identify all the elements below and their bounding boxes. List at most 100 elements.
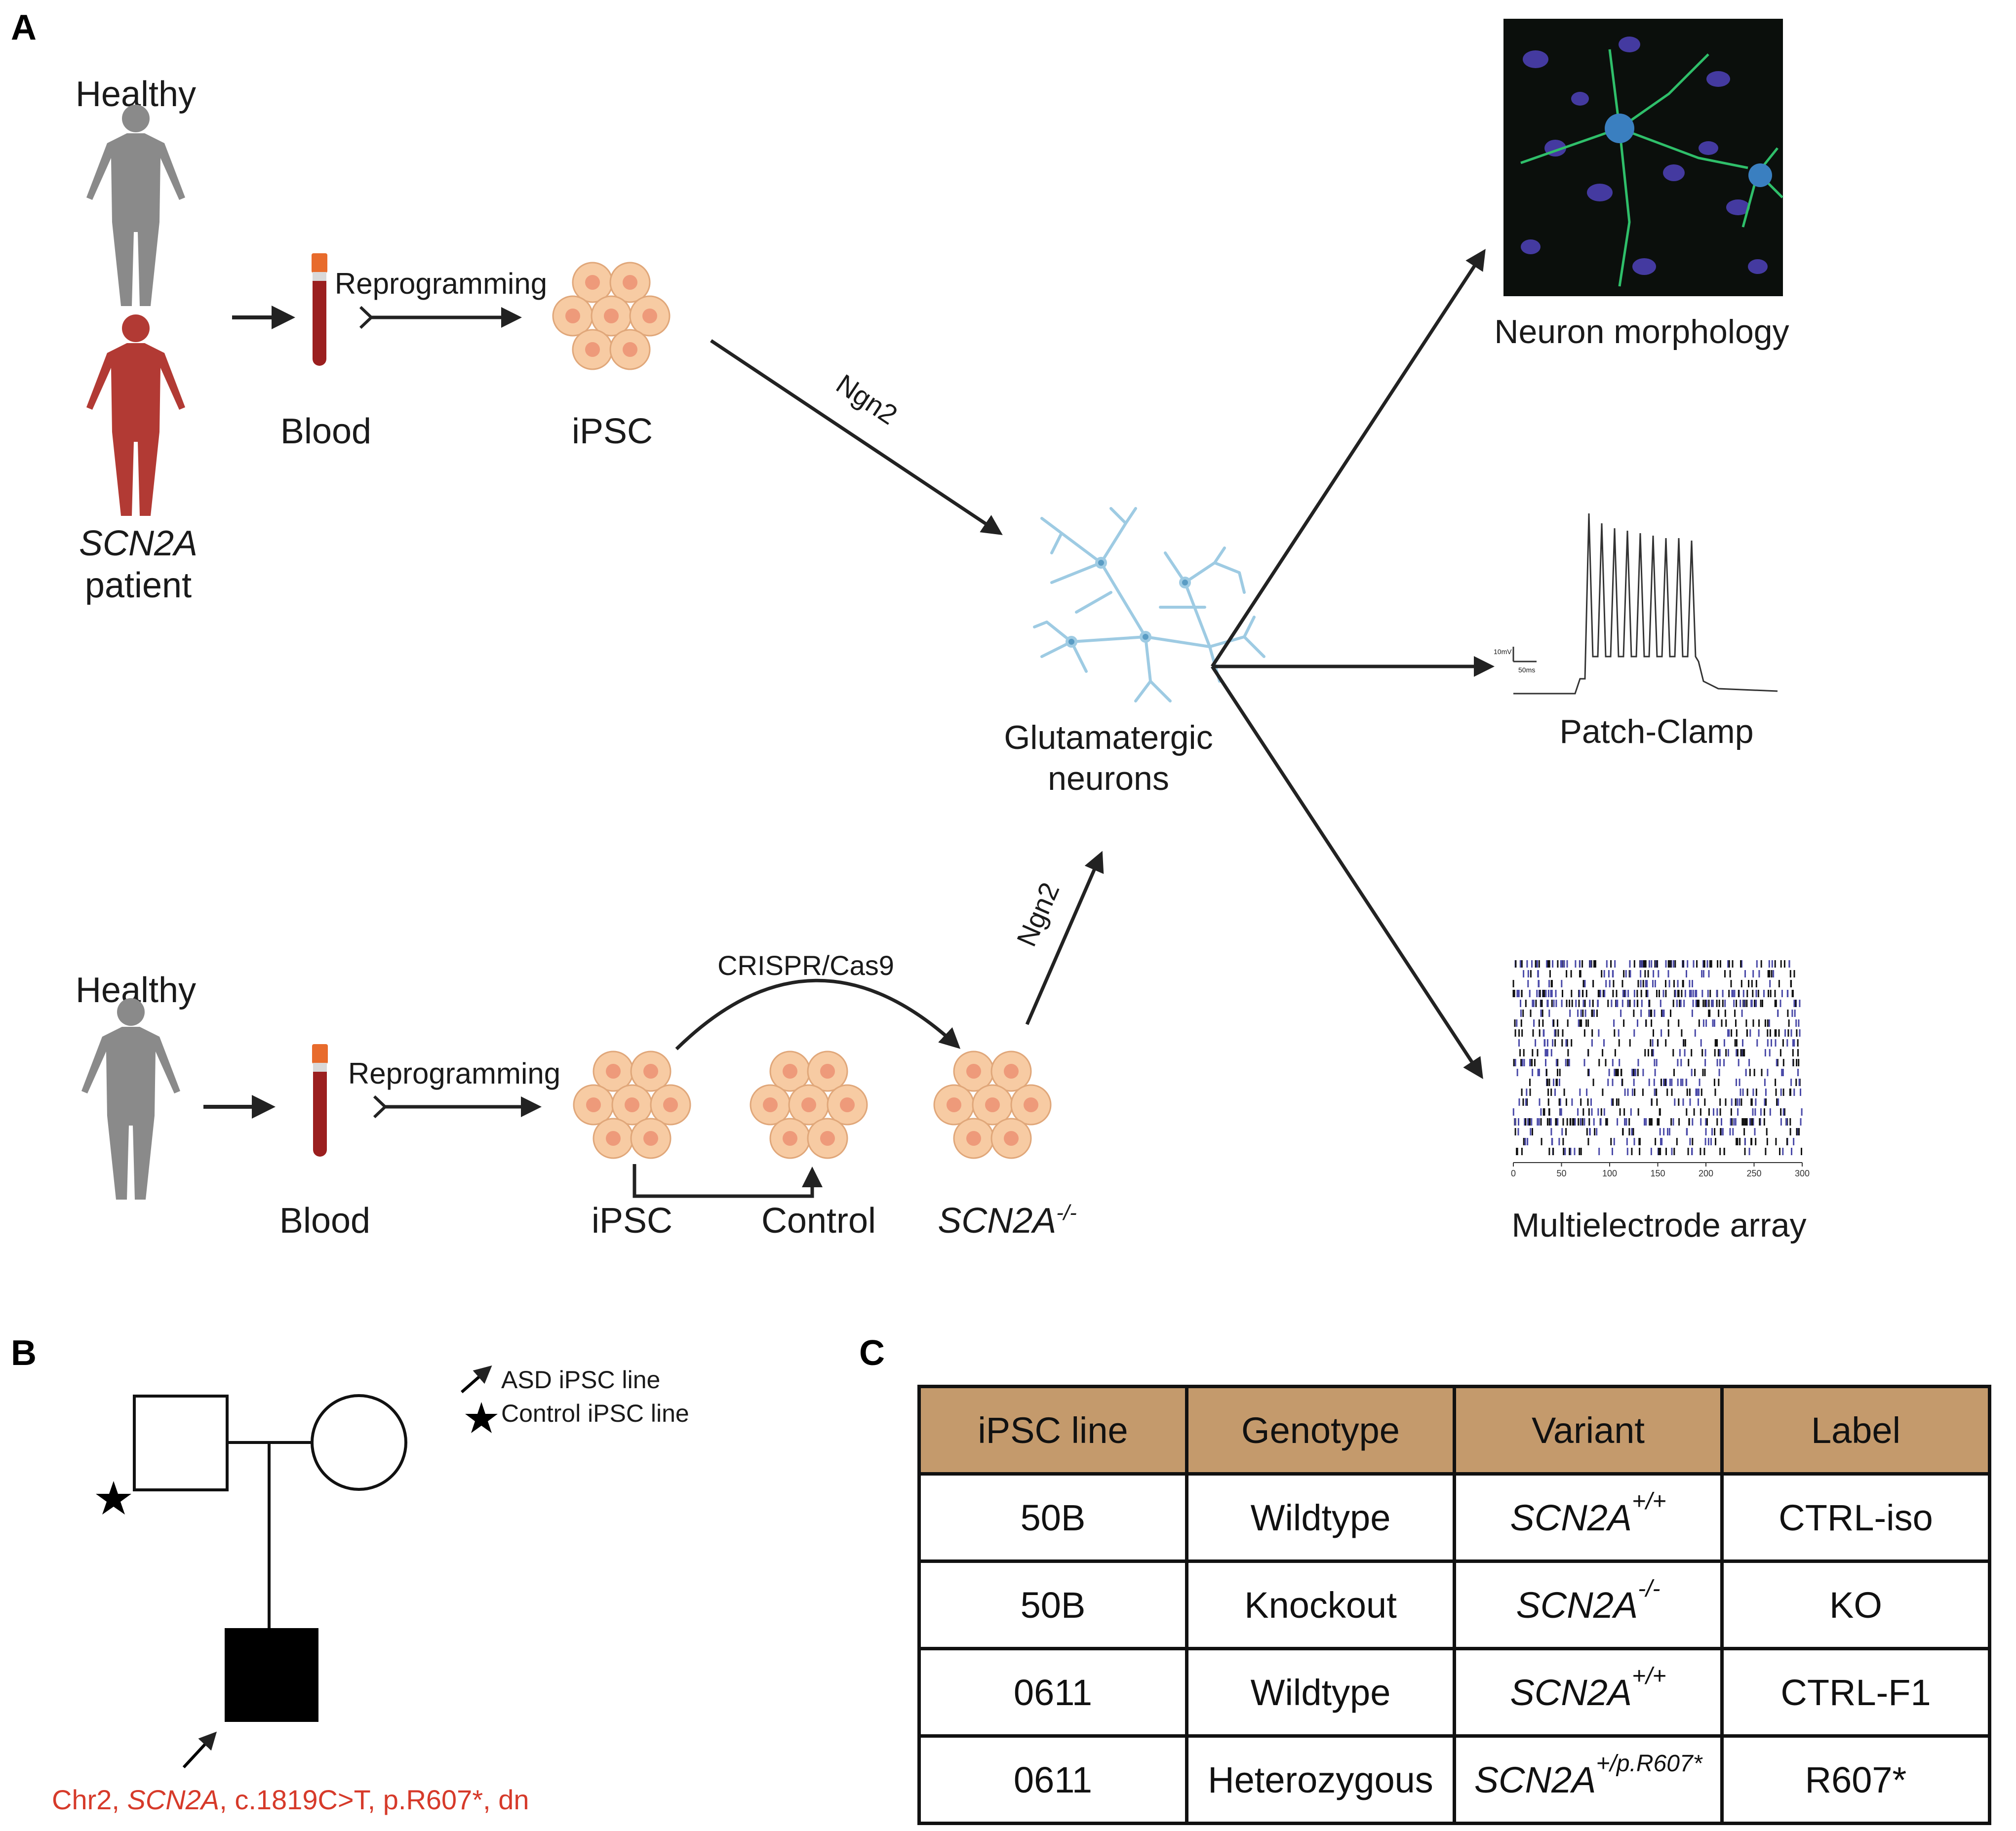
blood-tube-icon-bottom xyxy=(312,1044,328,1157)
variant-sup: +/p.R607* xyxy=(1596,1750,1702,1777)
reprogramming-label-bottom: Reprogramming xyxy=(348,1057,560,1090)
mother-circle-icon xyxy=(311,1394,407,1491)
legend-star-label: Control iPSC line xyxy=(501,1400,689,1427)
arrow-ngn2-bottom xyxy=(1025,851,1104,1025)
arrow-crispr xyxy=(675,978,961,1051)
mea-tick-label: 150 xyxy=(1650,1169,1665,1178)
variant-gene: SCN2A xyxy=(1516,1584,1638,1626)
reprogramming-tail-icon-bottom xyxy=(373,1095,388,1119)
patient-gene-label: SCN2A xyxy=(79,524,198,563)
father-square-icon xyxy=(133,1395,229,1491)
variant-gene: SCN2A xyxy=(1474,1759,1596,1800)
panel-label-b: B xyxy=(11,1333,37,1373)
ko-gene: SCN2A xyxy=(938,1201,1056,1241)
header-variant: Variant xyxy=(1453,1385,1724,1476)
neuron-morphology-image xyxy=(1503,19,1783,296)
cell-label: CTRL-F1 xyxy=(1720,1647,1991,1738)
ipsc-cluster-icon-bottom xyxy=(574,1052,690,1158)
panel-label-a: A xyxy=(11,8,37,47)
cell-variant: SCN2A-/- xyxy=(1453,1559,1724,1650)
control-star-icon xyxy=(96,1481,131,1515)
reprogramming-tail-icon-top xyxy=(359,306,374,329)
neuron-morphology-label: Neuron morphology xyxy=(1494,313,1789,351)
panel-label-c: C xyxy=(859,1333,885,1373)
table-row: 50B Wildtype SCN2A+/+ CTRL-iso xyxy=(917,1472,1991,1563)
scale-bar-voltage: 10mV xyxy=(1494,648,1512,656)
blood-tube-icon-top xyxy=(312,253,327,366)
healthy-person-icon-top xyxy=(86,105,185,306)
mea-tick-label: 300 xyxy=(1795,1169,1810,1178)
ngn2-label-top: Ngn2 xyxy=(831,368,903,430)
cell-variant: SCN2A+/+ xyxy=(1453,1647,1724,1738)
cell-variant: SCN2A+/+ xyxy=(1453,1472,1724,1563)
cell-line: 0611 xyxy=(917,1647,1188,1738)
arrow-to-morphology xyxy=(1211,249,1486,667)
crispr-label: CRISPR/Cas9 xyxy=(717,950,894,981)
mea-raster-plot xyxy=(1512,960,1803,1155)
cell-genotype: Wildtype xyxy=(1185,1647,1456,1738)
legend-star-icon xyxy=(465,1402,498,1433)
blood-label-bottom: Blood xyxy=(279,1201,370,1241)
cell-genotype: Heterozygous xyxy=(1185,1734,1456,1825)
mea-tick-label: 0 xyxy=(1511,1169,1516,1178)
cell-genotype: Knockout xyxy=(1185,1559,1456,1650)
ko-label: SCN2A-/- xyxy=(938,1201,1077,1241)
cell-label: KO xyxy=(1720,1559,1991,1650)
mea-tick-label: 50 xyxy=(1556,1169,1566,1178)
ipsc-label-top: iPSC xyxy=(572,412,653,451)
cell-variant: SCN2A+/p.R607* xyxy=(1453,1734,1724,1825)
neurons-label-line1: Glutamatergic xyxy=(1004,719,1213,756)
reprogramming-label-top: Reprogramming xyxy=(335,267,547,300)
patient-word-label: patient xyxy=(85,566,192,605)
table-row: 0611 Heterozygous SCN2A+/p.R607* R607* xyxy=(917,1734,1991,1825)
mea-x-axis: 0 50 100 150 200 250 300 xyxy=(1511,1162,1810,1178)
cell-genotype: Wildtype xyxy=(1185,1472,1456,1563)
ko-superscript: -/- xyxy=(1056,1201,1077,1225)
ipsc-cluster-icon-top xyxy=(553,263,670,369)
cell-label: CTRL-iso xyxy=(1720,1472,1991,1563)
arrow-to-mea xyxy=(1211,665,1483,1079)
cell-line: 0611 xyxy=(917,1734,1188,1825)
patch-clamp-label: Patch-Clamp xyxy=(1559,713,1753,750)
proband-arrow-icon xyxy=(182,1731,217,1769)
header-label: Label xyxy=(1720,1385,1991,1476)
healthy-person-icon-bottom xyxy=(81,998,180,1200)
mea-tick-label: 200 xyxy=(1699,1169,1713,1178)
neurons-label-line2: neurons xyxy=(1048,760,1169,797)
variant-sup: -/- xyxy=(1638,1575,1660,1602)
variant-sup: +/+ xyxy=(1632,1663,1666,1689)
control-cluster-icon xyxy=(751,1052,867,1158)
table-row: 50B Knockout SCN2A-/- KO xyxy=(917,1559,1991,1650)
ipsc-label-bottom: iPSC xyxy=(592,1201,672,1241)
control-label: Control xyxy=(761,1201,876,1241)
blood-label-top: Blood xyxy=(280,412,371,451)
table-row: 0611 Wildtype SCN2A+/+ CTRL-F1 xyxy=(917,1647,1991,1738)
mea-tick-label: 250 xyxy=(1746,1169,1761,1178)
cell-line: 50B xyxy=(917,1472,1188,1563)
patch-clamp-trace: 10mV 50ms xyxy=(1494,513,1778,695)
variant-pre: Chr2, xyxy=(52,1784,127,1815)
variant-gene: SCN2A xyxy=(1510,1672,1632,1713)
legend-arrow-label: ASD iPSC line xyxy=(501,1366,660,1394)
variant-sup: +/+ xyxy=(1632,1488,1666,1515)
legend-arrow-icon xyxy=(461,1365,492,1394)
glutamatergic-neurons-icon xyxy=(1033,507,1265,702)
variant-gene: SCN2A xyxy=(1510,1497,1632,1538)
arrow-ngn2-top xyxy=(710,339,1003,535)
cell-line: 50B xyxy=(917,1559,1188,1650)
patient-person-icon xyxy=(86,314,185,516)
header-ipsc-line: iPSC line xyxy=(917,1385,1188,1476)
variant-post: , c.1819C>T, p.R607*, dn xyxy=(219,1784,529,1815)
variant-gene: SCN2A xyxy=(127,1784,220,1815)
proband-square-icon xyxy=(225,1628,318,1722)
mea-label: Multielectrode array xyxy=(1511,1207,1806,1244)
table-header-row: iPSC line Genotype Variant Label xyxy=(917,1385,1991,1476)
arrow-ipsc-to-control xyxy=(632,1164,823,1198)
ipsc-lines-table: iPSC line Genotype Variant Label 50B Wil… xyxy=(917,1385,1991,1825)
scale-bar-time: 50ms xyxy=(1518,666,1535,674)
header-genotype: Genotype xyxy=(1185,1385,1456,1476)
ko-cluster-icon xyxy=(934,1052,1051,1158)
mea-tick-label: 100 xyxy=(1602,1169,1617,1178)
cell-label: R607* xyxy=(1720,1734,1991,1825)
